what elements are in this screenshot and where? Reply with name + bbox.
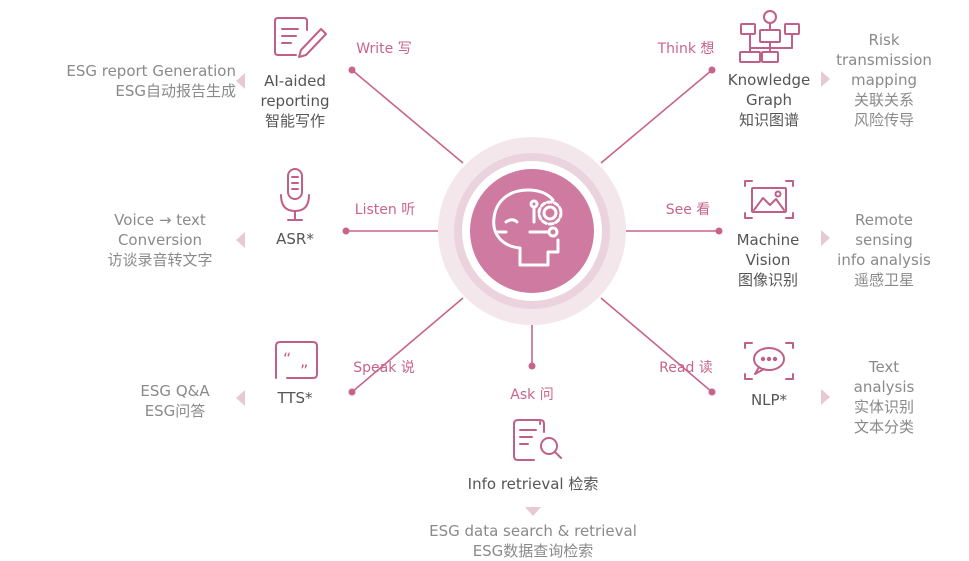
tech-label-ask: Info retrieval 检索 — [467, 475, 599, 493]
app-write-line-2: ESG自动报告生成 — [115, 82, 236, 100]
tech-see-line-1: Machine — [736, 231, 800, 249]
app-read-line-4: 文本分类 — [853, 418, 914, 436]
app-see-line-3: info analysis — [837, 251, 931, 269]
tech-see-line-2: Vision — [745, 251, 791, 269]
connector-dot-write — [348, 66, 356, 74]
app-think-line-3: mapping — [850, 71, 918, 89]
app-ask-line-1: ESG data search & retrieval — [429, 522, 637, 540]
svg-text:“: “ — [283, 349, 291, 368]
quote-bubble-icon: “ ” — [275, 341, 318, 380]
connector-write — [351, 69, 464, 164]
connector-dot-ask — [528, 362, 536, 370]
tech-see-line-3: 图像识别 — [737, 271, 798, 289]
app-see-line-2: sensing — [855, 231, 913, 249]
left-arrow-speak — [236, 390, 245, 406]
app-speak-line-1: ESG Q&A — [140, 382, 210, 400]
branch-label-speak: Speak 说 — [353, 360, 415, 376]
tech-think-line-3: 知识图谱 — [738, 111, 799, 129]
right-arrow-see — [821, 230, 830, 246]
app-label-write: ESG report Generation ESG自动报告生成 — [10, 61, 236, 101]
app-label-listen: Voice → text Conversion 访谈录音转文字 — [90, 210, 230, 270]
app-read-line-1: Text — [868, 358, 900, 376]
app-label-see: Remote sensing info analysis 遥感卫星 — [832, 210, 936, 290]
tech-label-speak: TTS* — [277, 389, 313, 407]
app-label-ask: ESG data search & retrieval ESG数据查询检索 — [398, 521, 668, 561]
tech-label-listen: ASR* — [276, 230, 314, 248]
left-arrow-listen — [236, 232, 245, 248]
microphone-icon — [280, 168, 310, 221]
connector-dot-think — [708, 66, 716, 74]
app-label-think: Risk transmission mapping 关联关系 风险传导 — [832, 30, 936, 130]
down-arrow — [525, 507, 541, 516]
connector-speak — [351, 297, 464, 393]
app-see-line-4: 遥感卫星 — [853, 271, 914, 289]
left-arrow-write — [236, 73, 245, 89]
tech-think-line-2: Graph — [745, 91, 792, 109]
app-read-line-2: analysis — [853, 378, 915, 396]
connector-dot-read — [708, 388, 716, 396]
connector-dot-listen — [342, 227, 350, 235]
connector-dot-see — [715, 227, 723, 235]
app-ask-line-2: ESG数据查询检索 — [472, 542, 594, 560]
app-read-line-3: 实体识别 — [853, 398, 914, 416]
tech-label-think: Knowledge Graph 知识图谱 — [718, 70, 820, 130]
hierarchy-graph-icon — [739, 10, 800, 63]
image-frame-icon — [744, 180, 794, 219]
tech-label-write: AI-aided reporting 智能写作 — [248, 71, 342, 131]
tech-write-line-3: 智能写作 — [264, 112, 325, 130]
branch-label-listen: Listen 听 — [354, 202, 416, 218]
ai-head-gears-icon — [492, 188, 563, 267]
chat-bubble-icon — [744, 342, 794, 380]
branch-label-think: Think 想 — [657, 41, 715, 57]
app-think-line-4: 关联关系 — [853, 91, 914, 109]
app-listen-line-2: Conversion — [117, 231, 203, 249]
app-see-line-1: Remote — [855, 211, 913, 229]
app-listen-line-1: Voice → text — [114, 211, 206, 229]
right-arrow-read — [821, 389, 830, 405]
branch-label-ask: Ask 问 — [510, 387, 554, 403]
app-think-line-5: 风险传导 — [853, 111, 914, 129]
branch-label-read: Read 读 — [659, 360, 713, 376]
tech-think-line-1: Knowledge — [727, 71, 811, 89]
app-label-speak: ESG Q&A ESG问答 — [120, 381, 230, 421]
svg-text:”: ” — [300, 361, 308, 380]
connector-dot-speak — [348, 388, 356, 396]
tech-write-line-2: reporting — [260, 92, 330, 110]
app-think-line-2: transmission — [836, 51, 932, 69]
branch-label-see: See 看 — [665, 202, 711, 218]
app-think-line-1: Risk — [868, 31, 900, 49]
connector-read — [600, 297, 713, 393]
tech-write-line-1: AI-aided — [264, 72, 326, 90]
app-listen-line-3: 访谈录音转文字 — [107, 251, 213, 269]
document-pen-icon — [274, 17, 327, 58]
right-arrow-think — [821, 71, 830, 87]
document-search-icon — [513, 419, 562, 461]
connector-think — [600, 69, 713, 164]
tech-label-read: NLP* — [750, 391, 788, 409]
app-speak-line-2: ESG问答 — [144, 402, 206, 420]
tech-label-see: Machine Vision 图像识别 — [722, 230, 814, 290]
app-write-line-1: ESG report Generation — [66, 62, 236, 80]
app-label-read: Text analysis 实体识别 文本分类 — [832, 357, 936, 437]
branch-label-write: Write 写 — [356, 41, 412, 57]
